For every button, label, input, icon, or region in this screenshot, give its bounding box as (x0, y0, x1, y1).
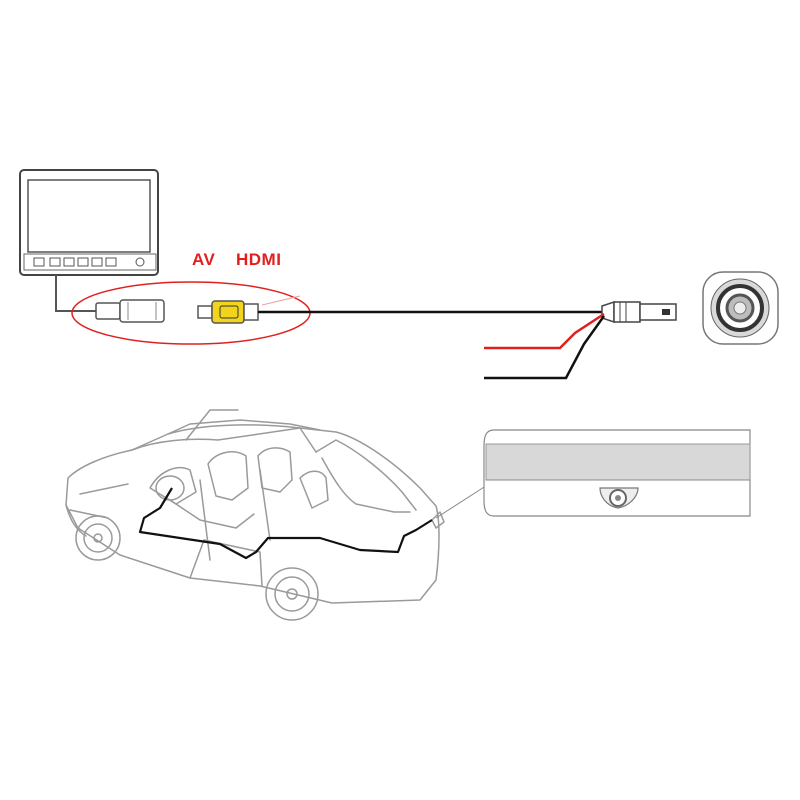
camera-icon (702, 271, 779, 345)
camera-cable-connector (601, 300, 677, 324)
car-outline (65, 409, 445, 621)
camera-mount-detail (483, 429, 751, 517)
monitor-icon (19, 169, 159, 276)
hdmi-label: HDMI (236, 250, 282, 269)
red-power-wire (484, 312, 605, 350)
callout-pointer (435, 481, 493, 519)
av-label: AV (192, 250, 216, 269)
cable-highlight (261, 295, 301, 306)
rca-plug (197, 300, 259, 324)
car-wiring-route (138, 487, 433, 560)
black-ground-wire (484, 315, 606, 380)
av-female-connector (95, 299, 165, 323)
